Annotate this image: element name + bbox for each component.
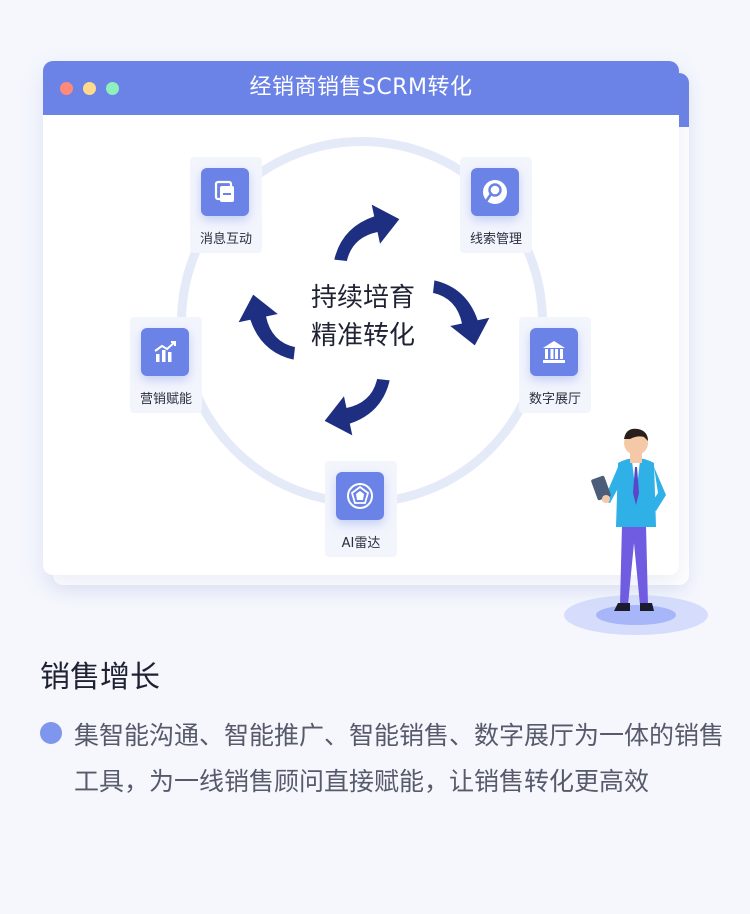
marketing-empowerment-icon: [154, 341, 176, 362]
cycle-center-text: 持续培育 精准转化: [293, 279, 433, 355]
browser-window: 经销商销售SCRM转化 持续培育 精准转化 消息互动: [43, 61, 679, 575]
node-digital-showroom: 数字展厅: [519, 317, 591, 413]
lead-management-icon: [483, 180, 507, 204]
node-marketing-empowerment: 营销赋能: [130, 317, 202, 413]
maximize-dot-icon: [106, 82, 119, 95]
node-ai-radar: AI雷达: [325, 461, 397, 557]
bullet-dot-icon: [40, 722, 62, 744]
arrow-right: [430, 270, 495, 352]
arrow-top: [324, 199, 406, 264]
arrow-left: [233, 288, 298, 370]
ai-radar-icon: [347, 483, 373, 509]
message-interaction-icon: [214, 180, 234, 202]
section-heading: 销售增长: [40, 660, 160, 695]
window-title: 经销商销售SCRM转化: [249, 75, 473, 100]
node-label: 线索管理: [469, 232, 522, 247]
node-label: 数字展厅: [528, 392, 581, 407]
close-dot-icon: [60, 82, 73, 95]
digital-showroom-icon: [543, 341, 565, 363]
node-message-interaction: 消息互动: [190, 157, 262, 253]
window-titlebar: 经销商销售SCRM转化: [43, 61, 679, 115]
node-label: 营销赋能: [139, 392, 192, 407]
node-label: AI雷达: [341, 536, 381, 551]
section-description: 集智能沟通、智能推广、智能销售、数字展厅为一体的销售工具，为一线销售顾问直接赋能…: [74, 721, 725, 796]
center-line-2: 精准转化: [310, 321, 415, 351]
center-line-1: 持续培育: [310, 283, 415, 313]
minimize-dot-icon: [83, 82, 96, 95]
node-lead-management: 线索管理: [460, 157, 532, 253]
arrow-bottom: [318, 376, 400, 441]
node-label: 消息互动: [199, 232, 252, 247]
businessman-illustration: [564, 428, 708, 635]
